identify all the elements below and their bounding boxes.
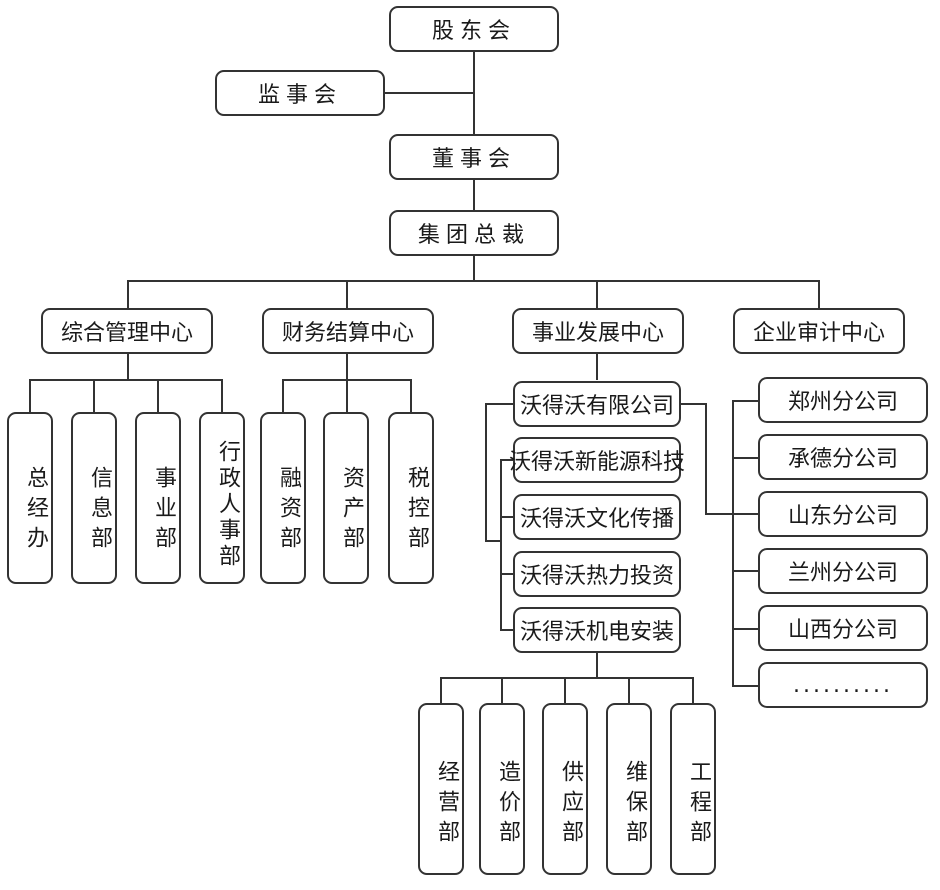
connector-line [346,379,348,413]
connector-line [732,457,759,459]
connector-line [732,628,759,630]
connector-line [500,629,514,631]
connector-line [485,403,487,542]
department-box: 信息部 [71,412,117,584]
branch-box: 山西分公司 [758,605,928,651]
department-box: 事业部 [135,412,181,584]
connector-line [732,570,759,572]
connector-line [705,403,707,515]
president-box: 集团总裁 [389,210,559,256]
connector-line [127,280,129,310]
connector-line [346,280,348,310]
branch-box: 山东分公司 [758,491,928,537]
department-box: 融资部 [260,412,306,584]
installation-department-box: 供应部 [542,703,588,875]
connector-line [221,379,223,413]
connector-line [732,400,734,687]
connector-line [500,573,514,575]
connector-line [440,677,694,679]
connector-line [127,352,129,380]
department-box: 总经办 [7,412,53,584]
connector-line [500,516,514,518]
department-box: 资产部 [323,412,369,584]
connector-line [564,677,566,704]
connector-line [282,379,284,413]
connector-line [127,280,820,282]
company-box: 沃得沃新能源科技 [509,437,685,483]
company-box: 沃得沃机电安装 [513,607,681,653]
branch-box: .......... [758,662,928,708]
company-box: 沃得沃文化传播 [513,494,681,540]
connector-line [596,280,598,310]
connector-line [473,256,475,281]
connector-line [93,379,95,413]
connector-line [29,379,31,413]
connector-line [473,178,475,210]
center-box: 综合管理中心 [41,308,213,354]
connector-line [596,652,598,678]
center-box: 事业发展中心 [512,308,684,354]
branch-box: 郑州分公司 [758,377,928,423]
branch-box: 兰州分公司 [758,548,928,594]
department-box: 行政人事部 [199,412,245,584]
connector-line [485,540,500,542]
connector-line [680,403,707,405]
connector-line [383,92,475,94]
connector-line [818,280,820,310]
installation-department-box: 工程部 [670,703,716,875]
connector-line [500,459,502,631]
connector-line [473,52,475,138]
branch-box: 承德分公司 [758,434,928,480]
department-box: 税控部 [388,412,434,584]
connector-line [628,677,630,704]
company-box: 沃得沃热力投资 [513,551,681,597]
supervisors-box: 监事会 [215,70,385,116]
installation-department-box: 经营部 [418,703,464,875]
connector-line [346,352,348,380]
board-box: 董事会 [389,134,559,180]
connector-line [732,685,759,687]
connector-line [500,459,514,461]
connector-line [501,677,503,704]
connector-line [29,379,223,381]
center-box: 财务结算中心 [262,308,434,354]
center-box: 企业审计中心 [733,308,905,354]
connector-line [440,677,442,704]
shareholders-box: 股东会 [389,6,559,52]
connector-line [692,677,694,704]
company-box: 沃得沃有限公司 [513,381,681,427]
installation-department-box: 造价部 [479,703,525,875]
connector-line [410,379,412,413]
connector-line [732,400,759,402]
connector-line [157,379,159,413]
connector-line [485,403,514,405]
installation-department-box: 维保部 [606,703,652,875]
connector-line [596,352,598,380]
